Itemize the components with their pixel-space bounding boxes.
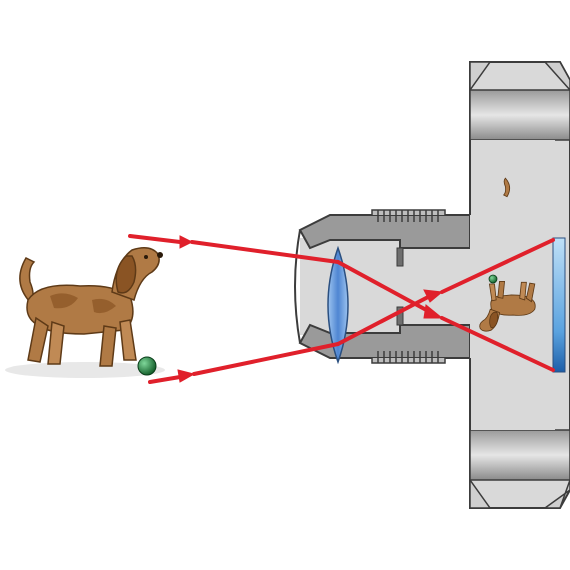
dog-leg-front-right xyxy=(119,319,137,361)
aperture-stop-bottom xyxy=(396,306,404,326)
ray-bottom-to-sensor xyxy=(440,238,555,294)
ray-bottom-refracted-arrow xyxy=(423,289,444,303)
dog-ear xyxy=(115,255,137,294)
dog-eye xyxy=(144,255,148,259)
thread-ridges-bottom xyxy=(371,351,446,364)
ray-bottom-refracted xyxy=(336,294,432,346)
aperture-stop-top xyxy=(396,247,404,267)
dog xyxy=(5,247,165,378)
inverted-ball xyxy=(488,274,498,284)
dog-leg-front-left xyxy=(99,325,117,367)
dog-leg-back-right xyxy=(47,320,65,365)
dog-shadow xyxy=(5,362,165,378)
image-sensor xyxy=(552,237,566,373)
ray-bottom-to-lens xyxy=(192,342,340,376)
ray-bottom-incoming xyxy=(148,375,182,384)
dog-leg-back-left xyxy=(27,316,49,363)
camera-top-band xyxy=(469,89,570,141)
ray-top-to-lens xyxy=(190,240,340,264)
ray-top-incoming xyxy=(128,234,182,244)
thread-ridges-top xyxy=(371,209,446,222)
dog-nose xyxy=(157,252,163,258)
ray-top-arrow xyxy=(179,235,194,249)
dog-tail xyxy=(19,257,36,304)
camera-bottom-band xyxy=(469,429,570,481)
light-rays xyxy=(128,234,555,384)
inverted-image xyxy=(479,177,536,332)
ray-top-refracted-arrow xyxy=(423,304,444,319)
ray-bottom-arrow xyxy=(177,369,196,383)
ball xyxy=(137,356,157,376)
convex-lens xyxy=(327,245,349,365)
ray-top-to-sensor xyxy=(440,316,555,372)
